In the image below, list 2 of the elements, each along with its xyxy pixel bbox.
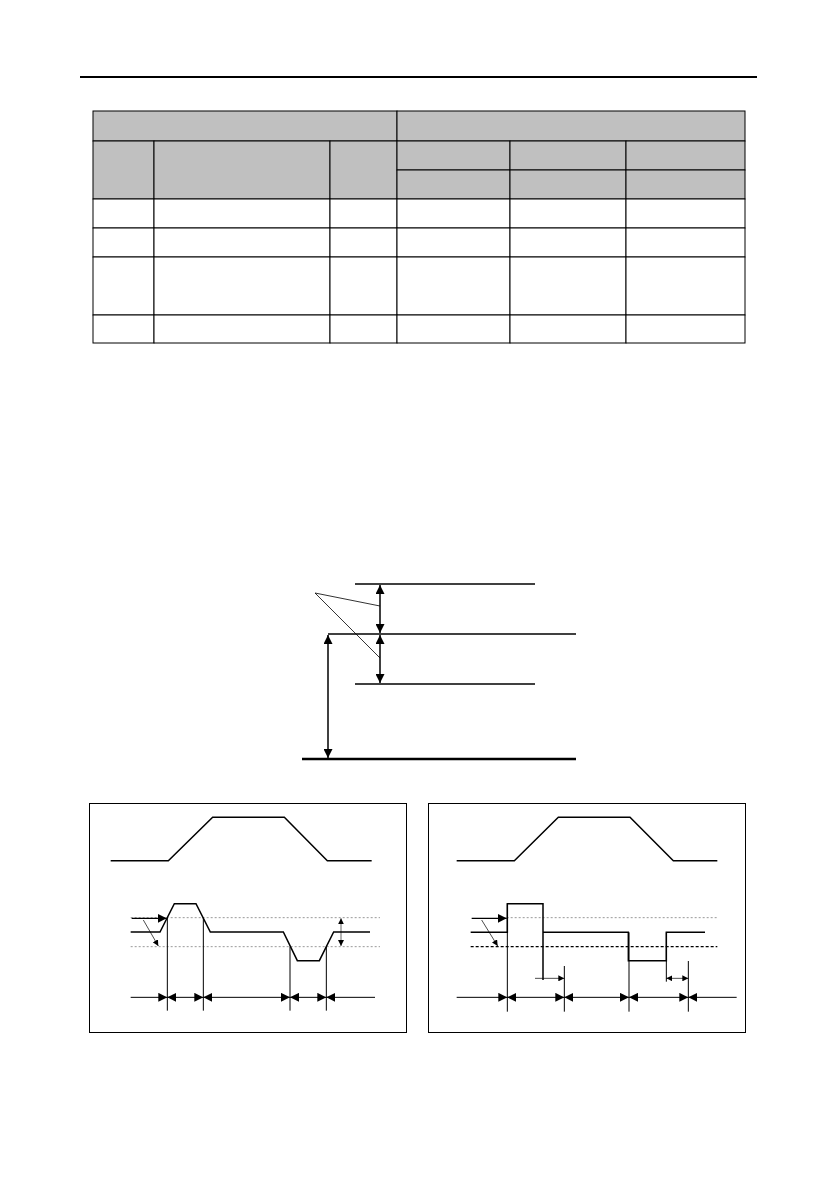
waveform-panel — [89, 803, 407, 1033]
waveform-panel — [428, 803, 746, 1033]
